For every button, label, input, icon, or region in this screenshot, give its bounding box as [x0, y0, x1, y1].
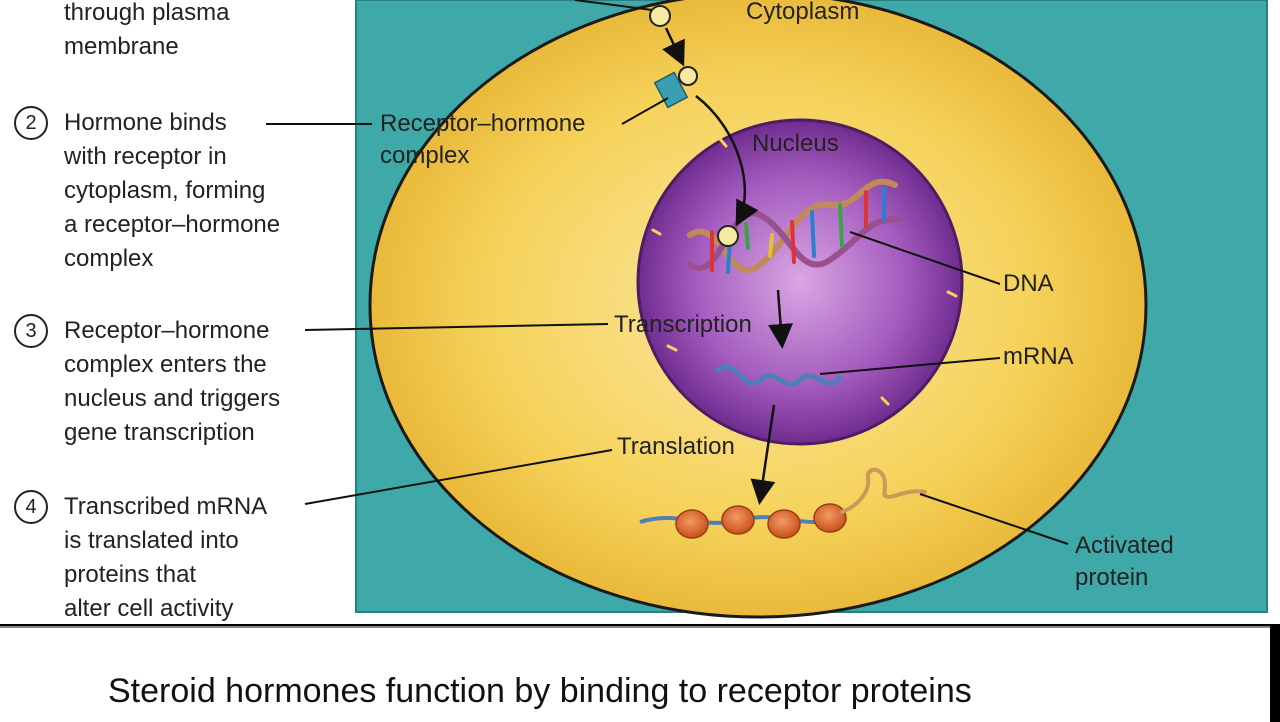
hormone-bound [678, 66, 698, 86]
label-line: Receptor–hormone [380, 110, 586, 137]
step-2-line: Hormone binds [64, 109, 227, 136]
nuclear-pores [651, 137, 958, 406]
step-3-line: Receptor–hormone [64, 317, 270, 344]
step-4-line: alter cell activity [64, 595, 234, 622]
label-mrna: mRNA [1003, 343, 1074, 370]
step-2-line: cytoplasm, forming [64, 177, 266, 204]
label-dna: DNA [1003, 270, 1054, 297]
step-4-line: Transcribed mRNA [64, 493, 268, 520]
step-4-text: Transcribed mRNA is translated into prot… [64, 490, 267, 624]
caption-panel: Steroid hormones function by binding to … [0, 626, 1270, 722]
hormone-at-membrane [649, 5, 671, 27]
step-2-line: a receptor–hormone [64, 211, 281, 238]
label-line: protein [1075, 564, 1149, 591]
label-transcription: Transcription [614, 311, 752, 338]
step-3-line: complex enters the [64, 351, 267, 378]
step-number-2: 2 [14, 106, 48, 140]
step-3-text: Receptor–hormone complex enters the nucl… [64, 314, 280, 450]
step-3-line: nucleus and triggers [64, 385, 281, 412]
label-cytoplasm: Cytoplasm [746, 0, 860, 25]
leader-lines [266, 0, 1069, 545]
label-line: Activated [1075, 532, 1174, 559]
hormone-at-dna [717, 225, 739, 247]
step-1-line: membrane [64, 33, 179, 60]
label-nucleus: Nucleus [752, 130, 839, 157]
step-1-line: through plasma [64, 0, 230, 26]
label-activated-protein: Activated protein [1075, 530, 1174, 594]
label-translation: Translation [617, 433, 735, 460]
step-2-text: Hormone binds with receptor in cytoplasm… [64, 106, 280, 276]
step-4-line: proteins that [64, 561, 197, 588]
step-3-line: gene transcription [64, 419, 255, 446]
label-receptor-hormone-complex: Receptor–hormone complex [380, 108, 585, 172]
mrna-strand [715, 364, 843, 387]
dna-helix [687, 178, 903, 274]
step-4-line: is translated into [64, 527, 239, 554]
pathway-arrows [662, 27, 793, 505]
ribosomes [675, 503, 847, 539]
activated-protein-chain [840, 467, 927, 514]
step-2-line: complex [64, 245, 154, 272]
cell-diagram [266, 0, 1268, 619]
step-1-text: through plasma membrane [64, 0, 229, 64]
caption-text: Steroid hormones function by binding to … [108, 672, 972, 710]
step-2-line: with receptor in [64, 143, 227, 170]
receptor-protein [653, 71, 689, 109]
figure-panel: 2 3 4 through plasma membrane Hormone bi… [0, 0, 1280, 624]
label-line: complex [380, 142, 470, 169]
step-number-3: 3 [14, 314, 48, 348]
nucleus [636, 118, 964, 446]
step-number-4: 4 [14, 490, 48, 524]
